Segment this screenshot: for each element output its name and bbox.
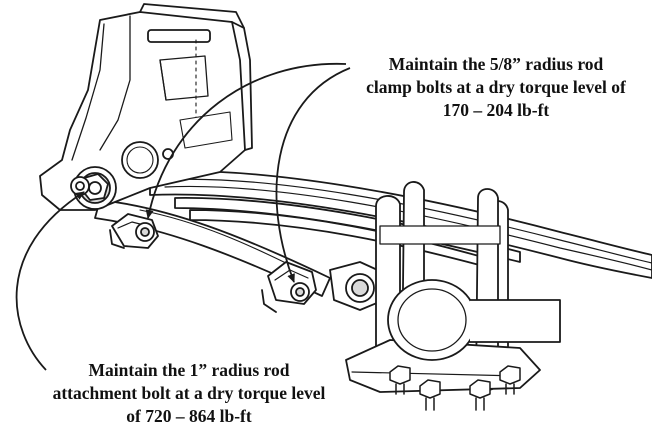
attachment-callout-line-1: Maintain the 1” radius rod <box>88 360 290 380</box>
attachment-bolt-1in <box>70 166 117 210</box>
clamp-callout-line-1: Maintain the 5/8” radius rod <box>388 54 604 74</box>
attachment-callout-line-2: attachment bolt at a dry torque level <box>52 383 326 403</box>
clamp-callout-line-2: clamp bolts at a dry torque level of <box>366 77 626 97</box>
leaf-spring <box>149 170 652 279</box>
clamp-callout-line-3: 170 – 204 lb-ft <box>442 100 550 120</box>
leader-line-clamp-left <box>145 63 347 219</box>
axle-assembly <box>345 181 561 411</box>
clamp-bolt-left <box>109 213 159 249</box>
clamp-bolt-middle <box>261 261 317 313</box>
leader-line-clamp-middle <box>275 67 351 283</box>
hanger-bracket <box>39 3 253 211</box>
clamp-bolt-torque-callout: Maintain the 5/8” radius rod clamp bolts… <box>340 53 652 122</box>
leader-line-attachment-bolt <box>15 191 85 371</box>
rod-end-nut <box>329 261 385 311</box>
attachment-callout-line-3: of 720 – 864 lb-ft <box>126 406 252 426</box>
attachment-bolt-torque-callout: Maintain the 1” radius rod attachment bo… <box>0 359 378 428</box>
